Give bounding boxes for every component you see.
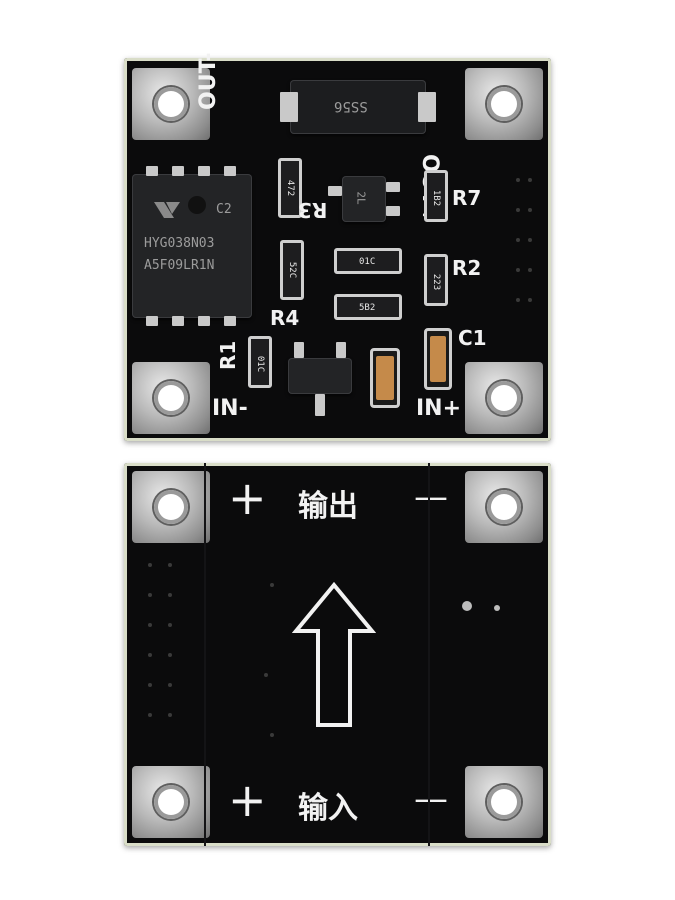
output-label: 输出 [298,489,358,524]
diode-marking: SS56 [334,98,368,114]
transistor [288,342,352,416]
mounting-pad-out-minus [132,68,210,140]
r2-label: R2 [452,256,482,280]
output-plus-sign: + [228,471,267,525]
schottky-diode: SS56 [280,80,436,134]
r3-label: R3 [298,198,328,222]
output-minus-sign: — [414,477,448,517]
pcb-bottom-side: + 输出 — + 输入 — [124,463,551,846]
input-minus-sign: — [414,779,448,819]
r1-label: R1 [216,340,240,370]
capacitor-mid [370,348,400,408]
resistor-r1: 01C [248,336,272,388]
out-minus-label: OUT- [196,52,221,110]
mounting-pad-in-minus [132,362,210,434]
mounting-pad-in-plus [465,362,543,434]
r4-label: R4 [270,306,300,330]
up-arrow-icon [292,581,376,727]
resistor-mid-upper: 01C [334,248,402,274]
mounting-pad-top-left [132,471,210,543]
capacitor-c1 [424,328,452,390]
in-minus-label: IN- [212,396,248,421]
resistor-mid-lower: 5B2 [334,294,402,320]
pcb-top-side: OUT- OUT+ IN- IN+ SS56 C2 HYG038N03 A5F0… [124,53,551,441]
input-plus-sign: + [228,773,267,827]
mosfet-chip: C2 HYG038N03 A5F09LR1N [132,166,252,326]
sot-ic: 2L [328,176,400,222]
input-label: 输入 [298,791,358,826]
mounting-pad-bottom-left [132,766,210,838]
in-plus-label: IN+ [416,396,462,421]
mosfet-marking-3: A5F09LR1N [144,258,215,273]
mosfet-marking-2: HYG038N03 [144,236,215,251]
mounting-pad-out-plus [465,68,543,140]
resistor-r7: 1B2 [424,170,448,222]
mounting-pad-bottom-right [465,766,543,838]
mosfet-marking-1: C2 [216,202,232,217]
resistor-r3: 472 [278,158,302,218]
mounting-pad-top-right [465,471,543,543]
resistor-r2: 223 [424,254,448,306]
c1-label: C1 [458,326,487,350]
resistor-r4: 52C [280,240,304,300]
r7-label: R7 [452,186,482,210]
manufacturer-logo-icon [152,198,182,222]
